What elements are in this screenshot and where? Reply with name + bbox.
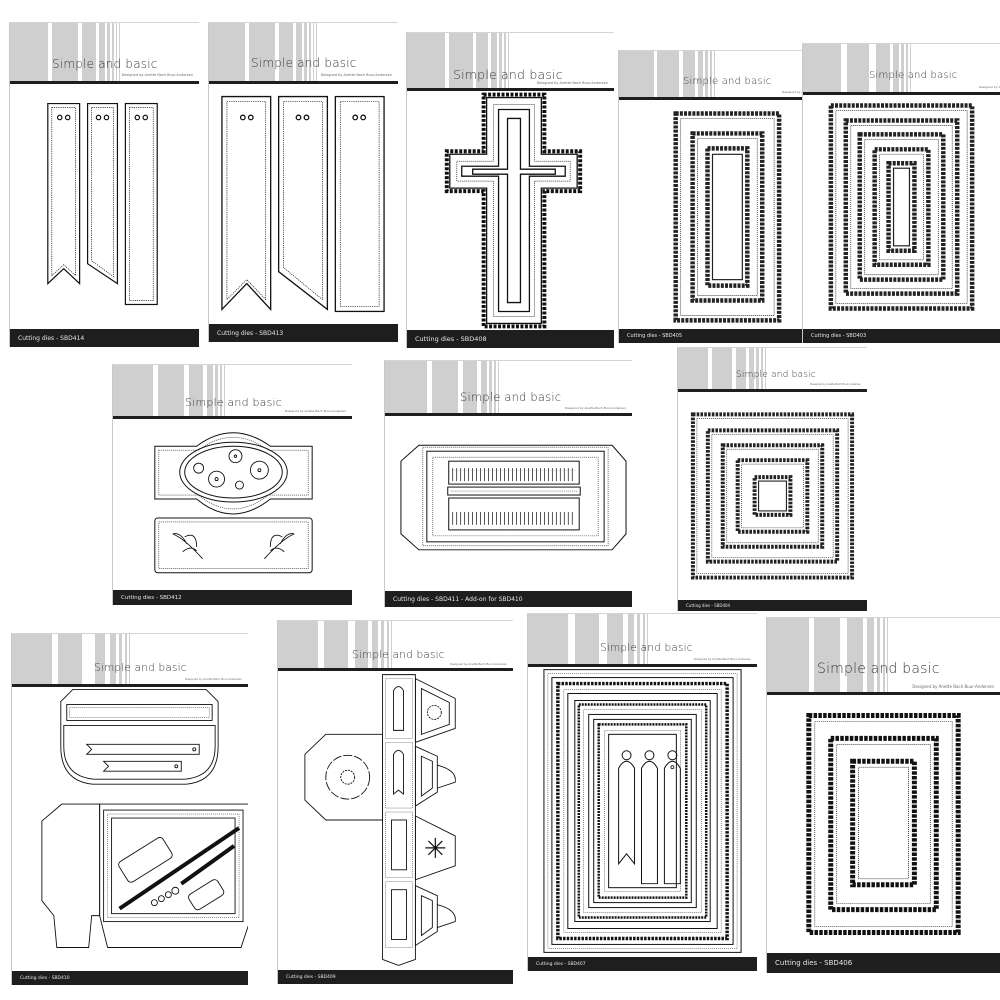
brand-title: Simple and basic xyxy=(352,649,445,661)
product-card-sbd409[interactable]: Simple and basic Designed by Anette Bach… xyxy=(277,620,513,984)
die-artwork-slim-scalloped-rectangles xyxy=(619,100,803,326)
package-header: Simple and basic Designed by Anette Bach… xyxy=(113,365,352,419)
product-caption: Cutting dies - SBD414 xyxy=(18,334,85,342)
brand-title: Simple and basic xyxy=(817,661,940,677)
product-card-sbd404[interactable]: Simple and basic Designed by Anette Bach… xyxy=(677,347,867,611)
designer-credit: Designed by Anette Bach Buur-Andersen xyxy=(978,85,1000,89)
stripe-pattern xyxy=(10,23,199,81)
package-footer: Cutting dies - SBD409 xyxy=(278,970,513,984)
package-footer: Cutting dies - SBD404 xyxy=(678,600,867,611)
product-card-sbd405[interactable]: Simple and basic Designed by Anette Bach… xyxy=(618,50,803,343)
stripe-pattern xyxy=(385,361,632,413)
package-header: Simple and basic Designed by Anette Bach… xyxy=(528,614,757,667)
package-header: Simple and basic Designed by Anette Bach… xyxy=(10,23,199,84)
product-caption: Cutting dies - SBD405 xyxy=(627,333,683,339)
product-caption: Cutting dies - SBD407 xyxy=(536,961,586,967)
product-card-sbd413[interactable]: Simple and basic Designed by Anette Bach… xyxy=(208,22,398,342)
package-footer: Cutting dies - SBD410 xyxy=(12,971,248,985)
package-footer: Cutting dies - SBD413 xyxy=(209,324,398,342)
stripe-pattern xyxy=(113,365,352,416)
package-footer: Cutting dies - SBD407 xyxy=(528,957,757,971)
product-card-sbd403[interactable]: Simple and basic Designed by Anette Bach… xyxy=(802,43,1000,343)
package-footer: Cutting dies - SBD411 - Add-on for SBD41… xyxy=(385,591,632,607)
die-artwork-box-lid-insert xyxy=(385,416,632,592)
package-footer: Cutting dies - SBD414 xyxy=(10,329,199,347)
designer-credit: Designed by Anette Bach Buur-Andersen xyxy=(184,677,242,681)
package-footer: Cutting dies - SBD403 xyxy=(803,329,1000,343)
die-artwork-bookmarks xyxy=(10,84,199,329)
die-artwork-wide-bookmarks xyxy=(209,84,398,324)
brand-title: Simple and basic xyxy=(736,370,816,380)
product-caption: Cutting dies - SBD408 xyxy=(415,335,487,343)
product-card-sbd408[interactable]: Simple and basic Designed by Anette Bach… xyxy=(406,32,614,348)
brand-title: Simple and basic xyxy=(94,662,187,674)
package-header: Simple and basic Designed by Anette Bach… xyxy=(12,634,248,687)
stripe-pattern xyxy=(12,634,248,684)
package-header: Simple and basic Designed by Anette Bach… xyxy=(803,44,1000,95)
product-caption: Cutting dies - SBD409 xyxy=(286,974,336,980)
brand-title: Simple and basic xyxy=(683,76,772,87)
stripe-pattern xyxy=(619,51,803,97)
stripe-pattern xyxy=(767,618,1000,692)
product-card-sbd412[interactable]: Simple and basic Designed by Anette Bach… xyxy=(112,364,352,605)
designer-credit: Designed by Anette Bach Buur-Andersen xyxy=(320,73,392,77)
product-card-sbd414[interactable]: Simple and basic Designed by Anette Bach… xyxy=(9,22,199,347)
die-artwork-scalloped-rectangles xyxy=(803,95,1000,325)
stripe-pattern xyxy=(803,44,1000,92)
designer-credit: Designed by Anette Bach Buur-Andersen xyxy=(693,657,751,661)
stripe-pattern xyxy=(407,33,614,88)
stripe-pattern xyxy=(278,621,513,668)
package-header: Simple and basic Designed by Anette Bach… xyxy=(278,621,513,671)
die-artwork-scalloped-rectangles-large xyxy=(767,695,1000,955)
die-artwork-lantern-box xyxy=(278,670,513,968)
designer-credit: Designed by Anette Bach Buur-Andersen xyxy=(284,409,346,413)
package-footer: Cutting dies - SBD405 xyxy=(619,329,803,343)
product-caption: Cutting dies - SBD411 - Add-on for SBD41… xyxy=(393,595,523,603)
brand-title: Simple and basic xyxy=(869,70,958,81)
product-caption: Cutting dies - SBD403 xyxy=(811,333,867,339)
product-caption: Cutting dies - SBD413 xyxy=(217,329,284,337)
designer-credit: Designed by Anette Bach Buur-Andersen xyxy=(449,662,507,666)
package-header: Simple and basic Designed by Anette Bach… xyxy=(407,33,614,91)
product-card-sbd411[interactable]: Simple and basic Designed by Anette Bach… xyxy=(384,360,632,607)
designer-credit: Designed by Anette Bach Buur-Andersen xyxy=(121,73,193,77)
package-header: Simple and basic Designed by Anette Bach… xyxy=(678,348,867,392)
die-artwork-labels-flowers-leaves xyxy=(113,419,352,589)
brand-title: Simple and basic xyxy=(600,642,693,654)
product-caption: Cutting dies - SBD410 xyxy=(20,975,70,981)
package-footer: Cutting dies - SBD406 xyxy=(767,953,1000,973)
designer-credit: Designed by Anette Bach Buur-Andersen xyxy=(912,684,994,689)
die-artwork-stitched-frames-tags xyxy=(528,666,757,958)
die-artwork-pencil-box xyxy=(12,686,248,968)
stripe-pattern xyxy=(209,23,398,81)
designer-credit: Designed by Anette Bach Buur-Andersen xyxy=(809,383,861,386)
brand-title: Simple and basic xyxy=(185,396,283,409)
product-caption: Cutting dies - SBD404 xyxy=(686,603,731,608)
die-artwork-cross xyxy=(407,91,614,331)
brand-title: Simple and basic xyxy=(460,390,562,404)
product-caption: Cutting dies - SBD406 xyxy=(775,959,853,967)
product-card-sbd407[interactable]: Simple and basic Designed by Anette Bach… xyxy=(527,613,757,971)
package-header: Simple and basic Designed by Anette Bach… xyxy=(209,23,398,84)
designer-credit: Designed by Anette Bach Buur-Andersen xyxy=(781,90,803,94)
product-card-sbd406[interactable]: Simple and basic Designed by Anette Bach… xyxy=(766,617,1000,973)
product-caption: Cutting dies - SBD412 xyxy=(121,594,182,601)
package-header: Simple and basic Designed by Anette Bach… xyxy=(385,361,632,416)
brand-title: Simple and basic xyxy=(52,57,158,71)
designer-credit: Designed by Anette Bach Buur-Andersen xyxy=(564,406,626,410)
brand-title: Simple and basic xyxy=(251,56,357,70)
package-header: Simple and basic Designed by Anette Bach… xyxy=(767,618,1000,695)
designer-credit: Designed by Anette Bach Buur-Andersen xyxy=(536,81,608,85)
stripe-pattern xyxy=(528,614,757,664)
product-card-sbd410[interactable]: Simple and basic Designed by Anette Bach… xyxy=(11,633,248,985)
package-header: Simple and basic Designed by Anette Bach… xyxy=(619,51,803,100)
stripe-pattern xyxy=(678,348,867,389)
package-footer: Cutting dies - SBD412 xyxy=(113,590,352,605)
package-footer: Cutting dies - SBD408 xyxy=(407,330,614,348)
die-artwork-scalloped-squares xyxy=(678,392,867,596)
brand-title: Simple and basic xyxy=(453,67,563,82)
